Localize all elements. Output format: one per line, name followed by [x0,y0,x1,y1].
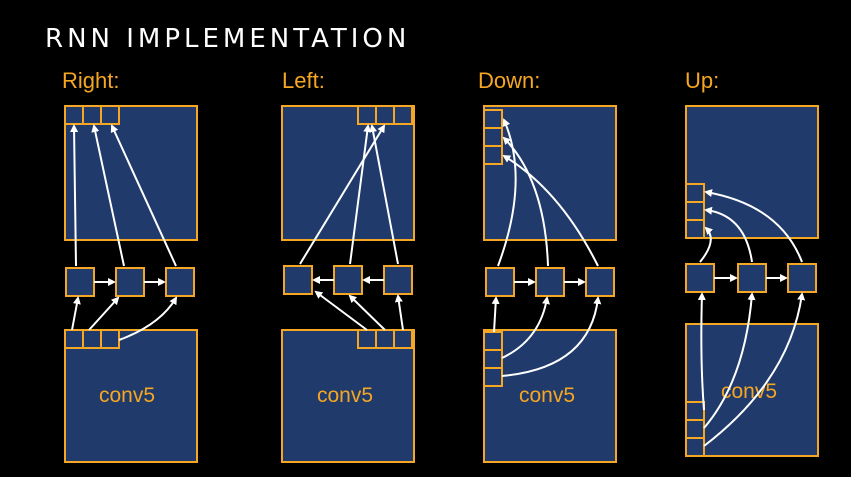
input-cells [357,329,413,349]
conv5-label: conv5 [99,384,155,407]
panel-left: conv5 [281,105,415,463]
rnn-nodes [485,267,615,297]
conv5-block [483,329,617,463]
conv5-label: conv5 [317,384,373,407]
input-cells [483,331,503,387]
rnn-nodes [283,265,413,295]
rnn-nodes [685,263,817,293]
output-cells [64,105,120,125]
panel-label-up: Up: [685,68,720,93]
conv5-block [64,329,198,463]
rnn-nodes [65,267,195,297]
input-cells [64,329,120,349]
conv5-block [281,329,415,463]
arrows [697,189,806,447]
input-cells [685,401,705,457]
arrows [491,118,602,377]
arrows [70,124,178,341]
conv5-block [685,323,819,457]
output-block [64,105,198,241]
output-cells [685,183,705,239]
output-cells [483,109,503,165]
arrows [299,124,404,331]
output-block [281,105,415,241]
conv5-label: conv5 [721,380,777,403]
panel-up: conv5 [685,105,819,457]
panel-label-down: Down: [478,68,541,93]
panel-label-left: Left: [282,68,325,93]
output-block [685,105,819,239]
panel-right: conv5 [64,105,198,463]
panel-label-right: Right: [62,68,120,93]
slide-title: RNN IMPLEMENTATION [45,24,411,54]
output-block [483,105,617,241]
conv5-label: conv5 [519,384,575,407]
output-cells [357,105,413,125]
panel-down: conv5 [483,105,617,463]
